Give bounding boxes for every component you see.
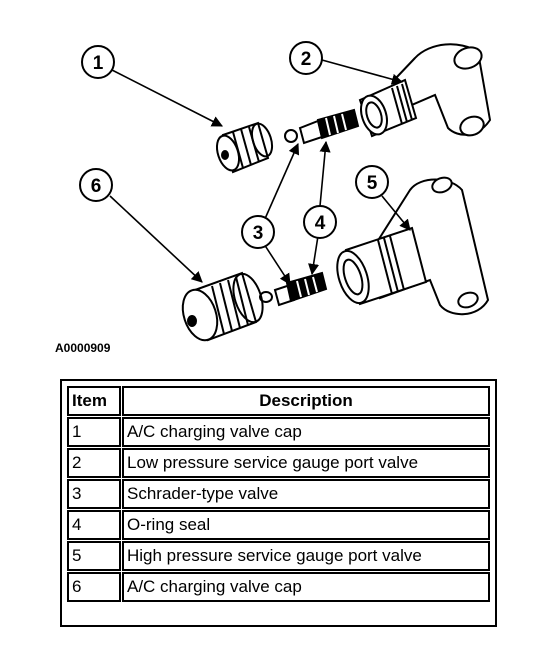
leader-line-4a [319, 140, 331, 207]
legend-header-description: Description [123, 387, 489, 415]
leader-line-5 [381, 195, 411, 231]
leader-lines [109, 59, 411, 285]
legend-row: 5 High pressure service gauge port valve [68, 542, 489, 570]
legend-item-description: A/C charging valve cap [123, 418, 489, 446]
figure-code: A0000909 [55, 341, 111, 355]
leader-line-3a [263, 142, 300, 222]
leader-line-3b [263, 243, 291, 285]
leader-line-2 [321, 59, 404, 85]
leader-line-6 [109, 195, 203, 283]
legend-item-description: Low pressure service gauge port valve [123, 449, 489, 477]
legend-item-description: High pressure service gauge port valve [123, 542, 489, 570]
part-5-high-pressure-port-valve [336, 176, 490, 316]
legend-item-number: 1 [68, 418, 120, 446]
part-1-charging-valve-cap-small [215, 121, 274, 174]
callout-2: 2 [289, 41, 323, 75]
callout-6: 6 [79, 168, 113, 202]
leader-line-1 [111, 69, 223, 127]
legend-row: 3 Schrader-type valve [68, 480, 489, 508]
callout-6-label: 6 [91, 176, 102, 197]
leader-line-4b [308, 235, 320, 276]
legend-header-row: Item Description [68, 387, 489, 415]
legend-item-description: Schrader-type valve [123, 480, 489, 508]
legend-item-number: 6 [68, 573, 120, 601]
legend-row: 6 A/C charging valve cap [68, 573, 489, 601]
exploded-view-diagram: 1 2 3 4 5 6 [79, 41, 492, 342]
schrader-valve-upper [284, 108, 360, 145]
part-2-low-pressure-port-valve [358, 43, 492, 138]
legend-row: 4 O-ring seal [68, 511, 489, 539]
schrader-valve-lower [259, 271, 328, 307]
legend-table-frame: Item Description 1 A/C charging valve ca… [60, 379, 497, 627]
legend-row: 2 Low pressure service gauge port valve [68, 449, 489, 477]
callout-5-label: 5 [367, 173, 378, 194]
callout-4-label: 4 [315, 213, 326, 234]
legend-item-description: A/C charging valve cap [123, 573, 489, 601]
callout-4: 4 [303, 205, 337, 239]
callout-1-label: 1 [93, 53, 104, 74]
legend-item-number: 3 [68, 480, 120, 508]
legend-table: Item Description 1 A/C charging valve ca… [65, 384, 492, 604]
legend-item-number: 2 [68, 449, 120, 477]
legend-item-number: 5 [68, 542, 120, 570]
legend-item-number: 4 [68, 511, 120, 539]
callout-5: 5 [355, 165, 389, 199]
callout-2-label: 2 [301, 49, 312, 70]
legend-row: 1 A/C charging valve cap [68, 418, 489, 446]
callout-3-label: 3 [253, 223, 264, 244]
legend-header-item: Item [68, 387, 120, 415]
callout-3: 3 [241, 215, 275, 249]
legend-item-description: O-ring seal [123, 511, 489, 539]
part-6-charging-valve-cap-large [181, 271, 264, 342]
callout-1: 1 [81, 45, 115, 79]
